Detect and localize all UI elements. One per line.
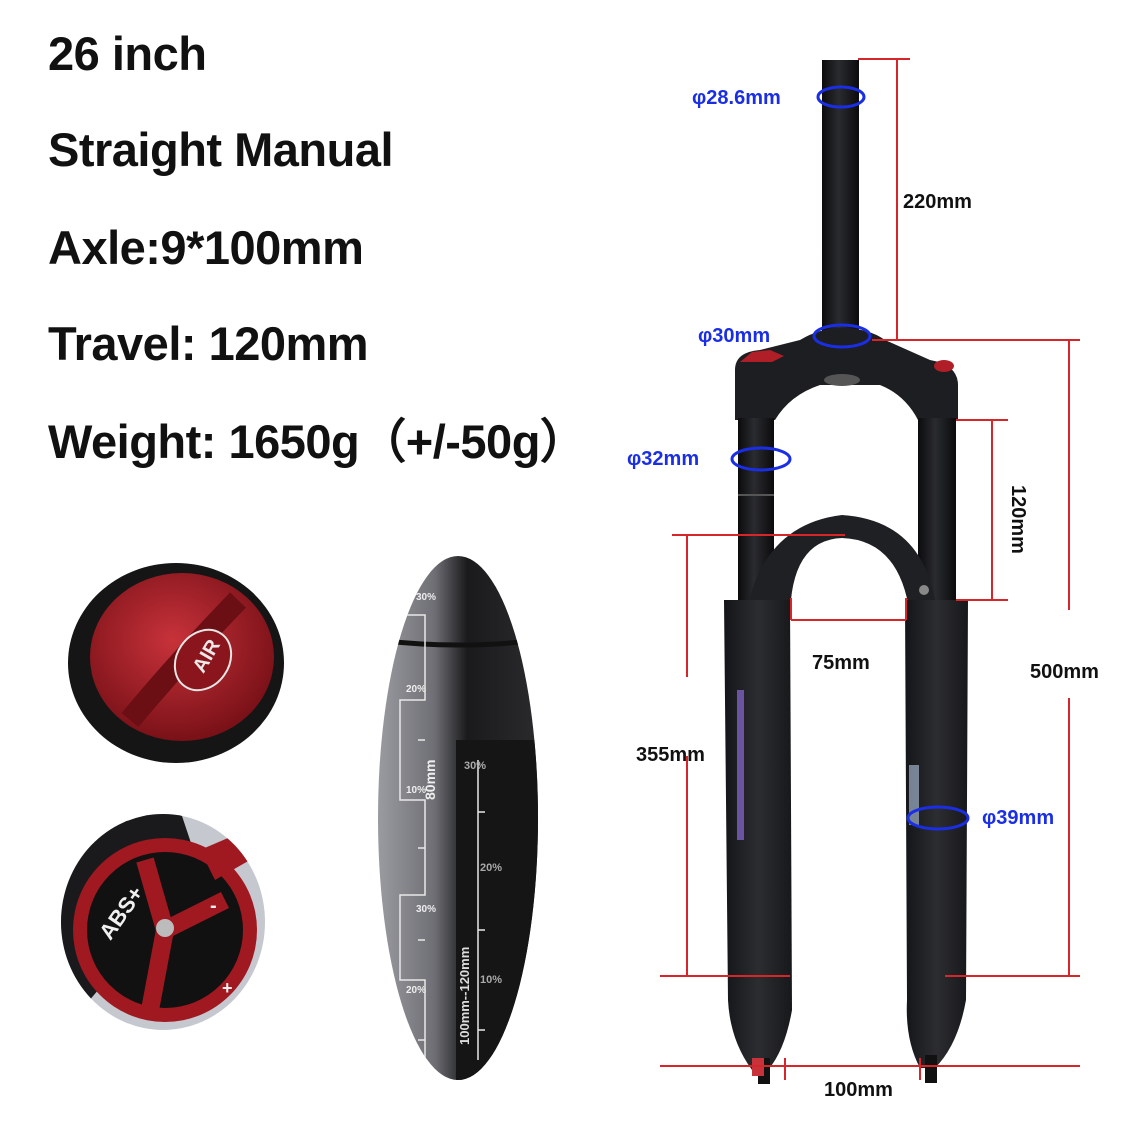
scale-label: 10% [406,785,427,796]
label-crown-diameter: φ30mm [698,325,771,347]
diameter-rings [730,85,970,831]
scale-label: 30% [416,904,437,915]
label-steerer-length: 220mm [903,191,972,213]
scale-label: 30% [416,592,437,603]
scale-80mm-label: 80mm [422,759,438,800]
scale-label: 10% [480,974,503,986]
label-steerer-diameter: φ28.6mm [692,87,781,109]
scale-label: 20% [406,684,427,695]
scale-label: 20% [480,862,503,874]
lockout-minus-label: - [210,895,217,917]
label-inner-width: 75mm [812,652,870,674]
spec-travel: Travel: 120mm [48,317,369,370]
label-travel-length: 120mm [1007,485,1029,554]
spec-steerer-type: Straight Manual [48,123,394,176]
spec-weight: Weight: 1650g（+/-50g） [48,415,587,468]
label-lower-diameter: φ39mm [982,807,1055,829]
scale-label: 30% [464,760,487,772]
fork-body [724,60,968,1084]
lockout-plus-label: + [222,978,233,998]
label-hub-spacing: 100mm [824,1079,893,1101]
label-total-length: 500mm [1030,661,1099,683]
lockout-inset [61,814,265,1030]
label-stanchion-diameter: φ32mm [627,448,700,470]
scale-100-120mm-label: 100mm--120mm [457,946,472,1045]
spec-wheel-size: 26 inch [48,27,207,80]
dimension-lines [660,58,1080,1080]
label-axle-to-crown: 355mm [636,744,705,766]
spec-axle: Axle:9*100mm [48,221,364,274]
air-cap-inset [68,563,284,763]
scale-label: 20% [406,985,427,996]
